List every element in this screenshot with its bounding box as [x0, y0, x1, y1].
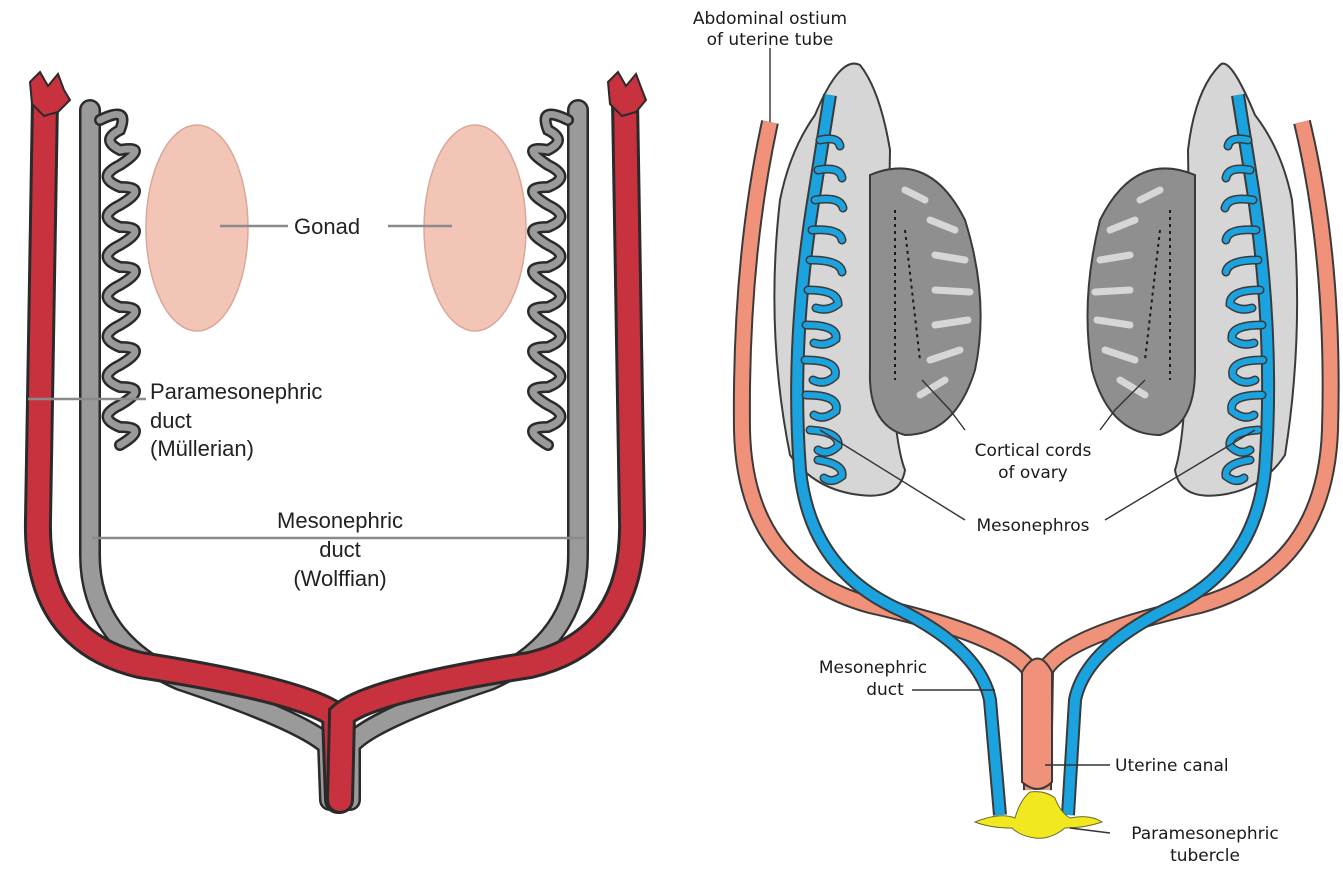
- mesonephric-duct-label-1: Mesonephric: [819, 658, 927, 678]
- mesonephric-label-3: (Wolffian): [293, 566, 386, 591]
- gonad-label: Gonad: [294, 214, 360, 239]
- paramesonephric-label-2: duct: [150, 408, 192, 433]
- uterine-canal: [1022, 659, 1052, 790]
- mesonephric-label-2: duct: [319, 537, 361, 562]
- left-diagram: Gonad Paramesonephric duct (Müllerian) M…: [10, 60, 660, 805]
- paramesonephric-tubercle-label-1: Paramesonephric: [1131, 824, 1278, 844]
- uterine-canal-label: Uterine canal: [1115, 756, 1229, 776]
- cortical-cords-label-1: Cortical cords: [975, 441, 1092, 461]
- abdominal-ostium-label-2: of uterine tube: [707, 30, 834, 50]
- cortical-cords-label-2: of ovary: [998, 463, 1068, 483]
- paramesonephric-label-3: (Müllerian): [150, 436, 254, 461]
- paramesonephric-label-1: Paramesonephric: [150, 379, 322, 404]
- mesonephric-duct-label-2: duct: [866, 680, 904, 700]
- abdominal-ostium-label-1: Abdominal ostium: [693, 9, 847, 29]
- mesonephros-label: Mesonephros: [976, 516, 1089, 536]
- mesonephric-label-1: Mesonephric: [277, 508, 403, 533]
- tubercle-leader: [1070, 828, 1110, 833]
- left-gonad-left: [146, 125, 248, 331]
- left-gonad-right: [424, 125, 526, 331]
- paramesonephric-tubercle-label-2: tubercle: [1170, 846, 1240, 866]
- right-diagram: Abdominal ostium of uterine tube Cortica…: [693, 9, 1331, 866]
